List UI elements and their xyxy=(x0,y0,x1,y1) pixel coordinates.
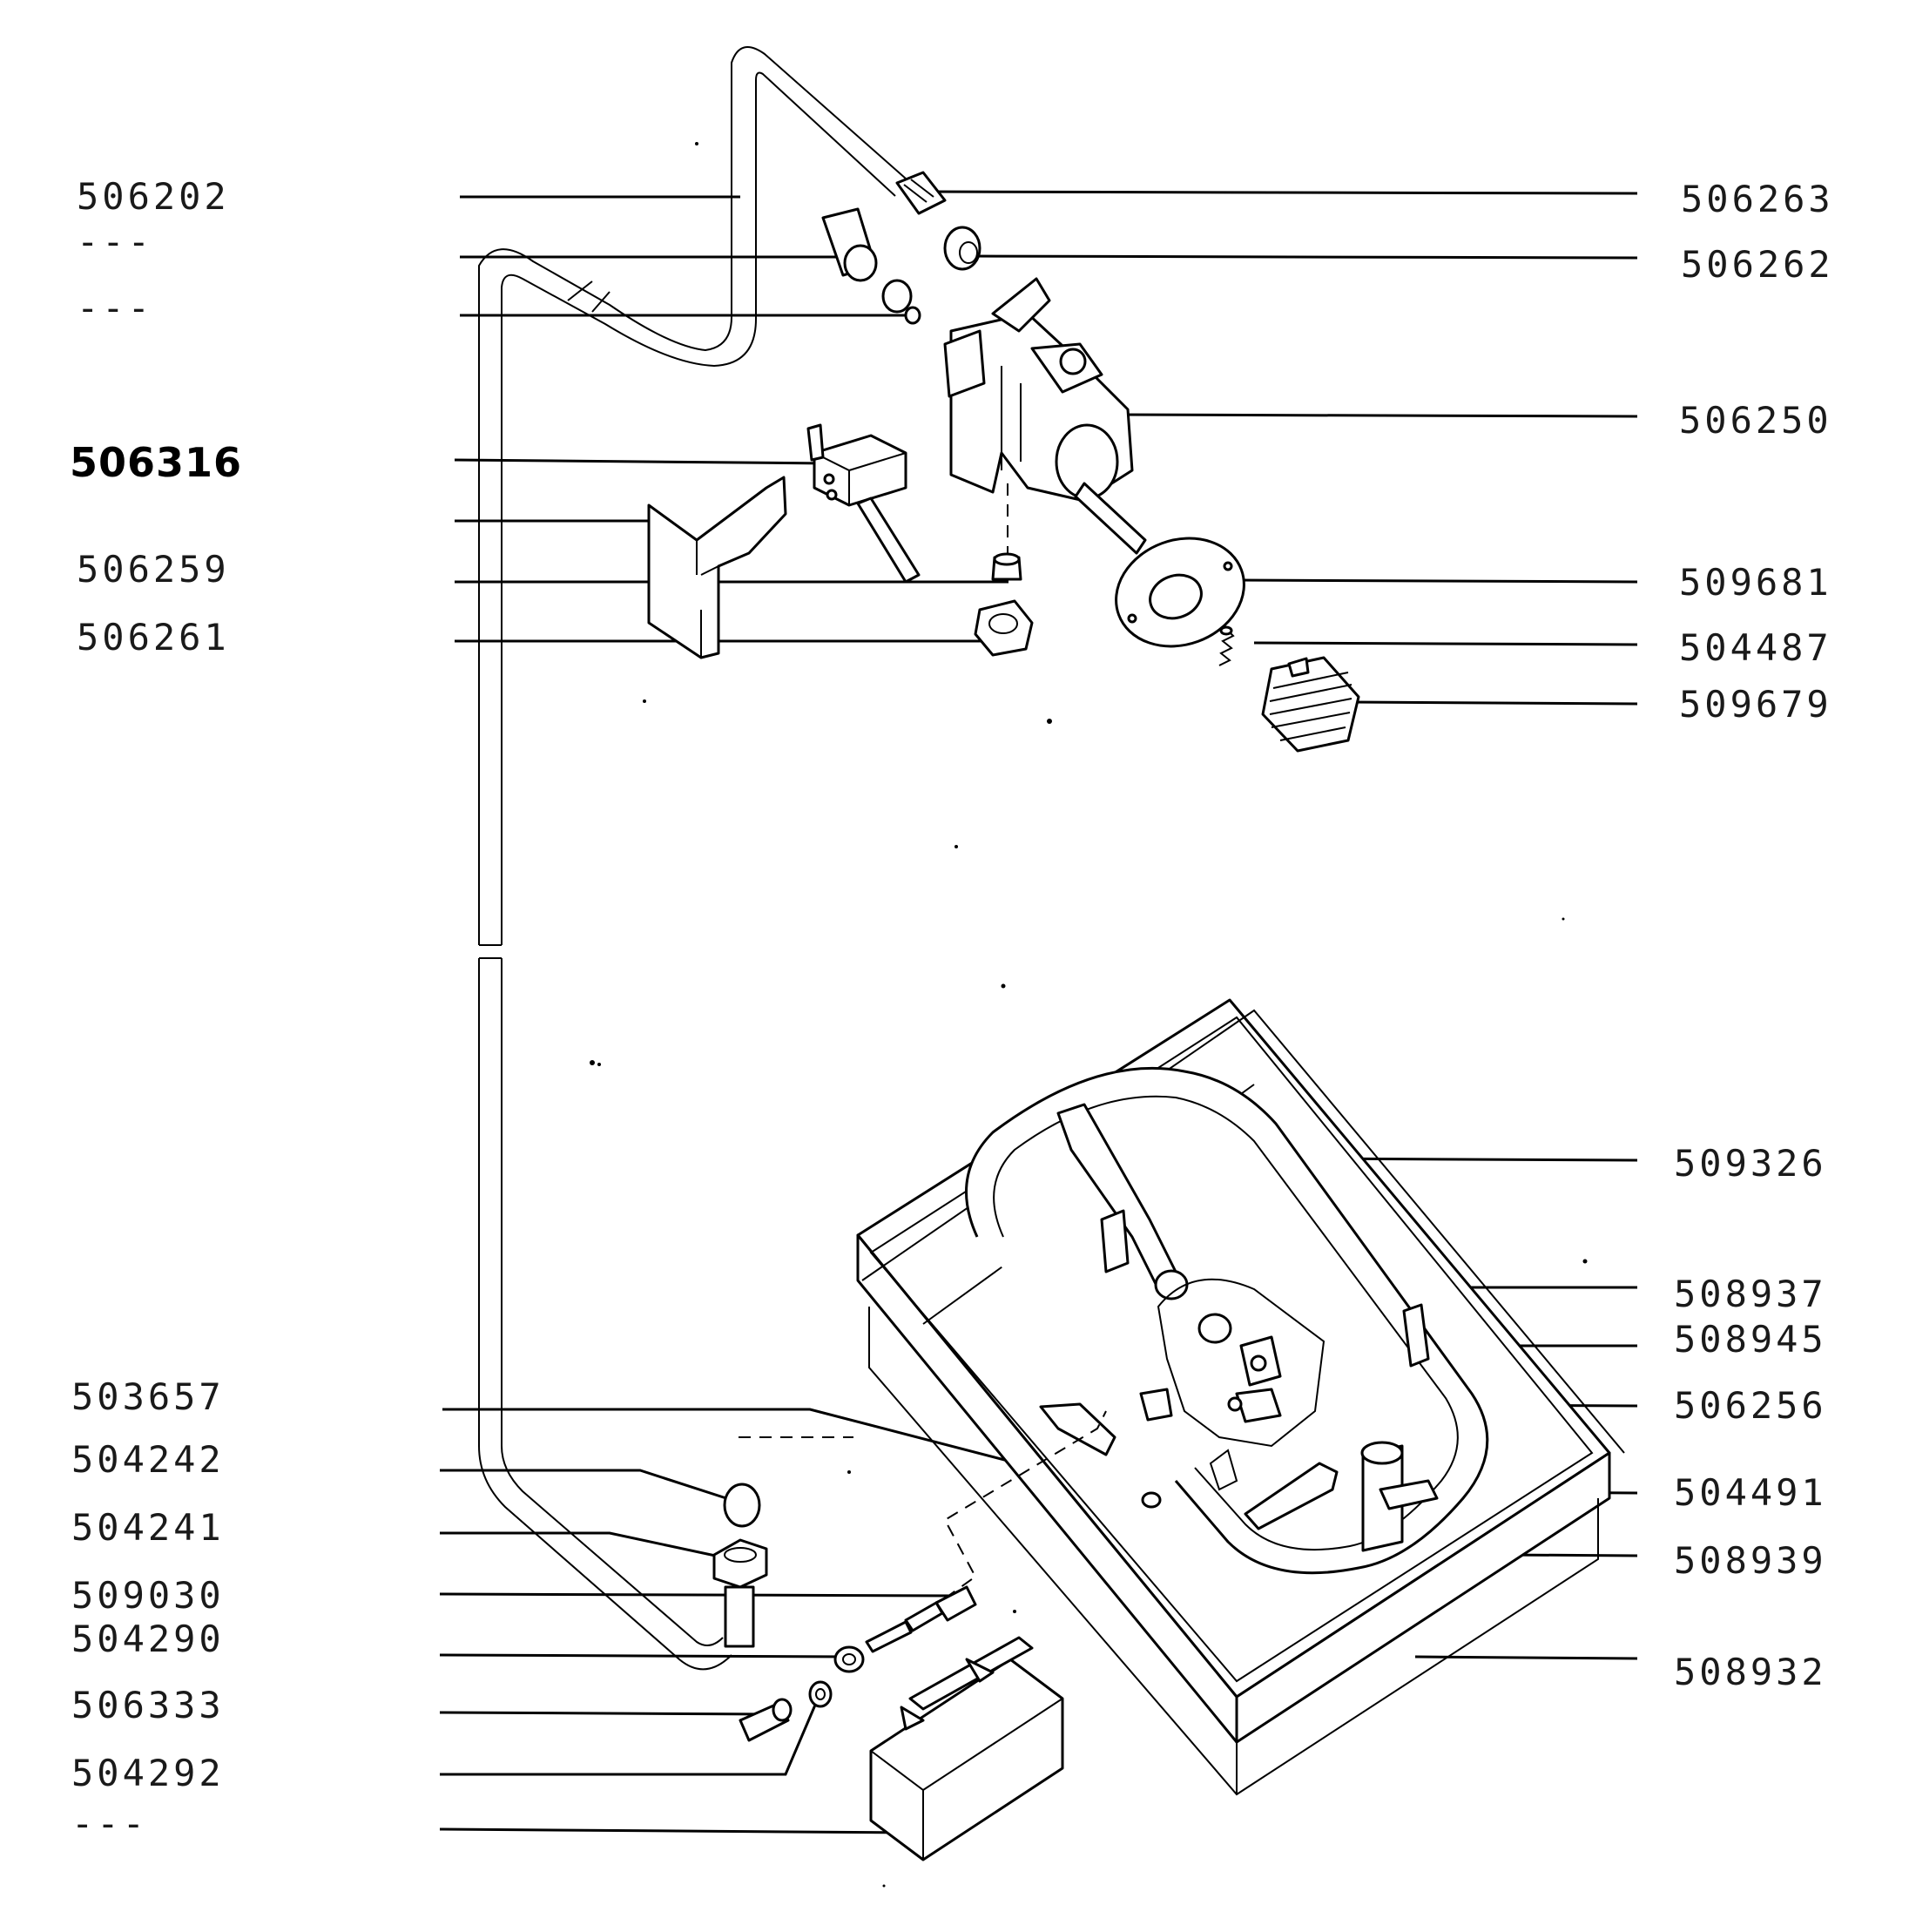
leader-504241 xyxy=(440,1531,732,1561)
nipple-503657 xyxy=(1141,1491,1162,1509)
washer-504290 xyxy=(833,1645,865,1673)
part-number-unlisted-2: --- xyxy=(77,287,153,329)
part-number-504241: 504241 xyxy=(71,1506,225,1549)
olive-506262 xyxy=(943,226,981,271)
part-number-509326: 509326 xyxy=(1674,1142,1827,1185)
leader-504487 xyxy=(1253,641,1638,646)
part-number-504491: 504491 xyxy=(1674,1471,1827,1514)
olive-unlisted-2 xyxy=(881,279,921,325)
electrode-504491 xyxy=(1209,1449,1339,1530)
nut-506261 xyxy=(974,599,1034,657)
part-number-506333: 506333 xyxy=(71,1684,225,1726)
fitting-506263 xyxy=(895,171,947,215)
part-number-506262: 506262 xyxy=(1681,243,1834,286)
leader-506263 xyxy=(927,190,1638,195)
part-number-504292: 504292 xyxy=(71,1752,225,1794)
pilot-508937 xyxy=(1197,1313,1232,1344)
part-number-unlisted-3: --- xyxy=(71,1802,148,1845)
switch-bracket xyxy=(647,476,787,659)
leader-506316 xyxy=(454,458,830,465)
part-number-506263: 506263 xyxy=(1681,178,1834,220)
nipple-506259 xyxy=(991,552,1022,581)
part-number-unlisted-1: --- xyxy=(77,220,153,263)
part-number-506256: 506256 xyxy=(1674,1384,1827,1427)
part-number-506316: 506316 xyxy=(70,439,242,486)
right-labels: 506263 506262 506250 509681 504487 50967… xyxy=(1674,178,1834,1693)
part-number-504487: 504487 xyxy=(1679,626,1832,669)
leader-509679 xyxy=(1349,700,1638,706)
nut-504241 xyxy=(712,1538,768,1648)
part-number-503657: 503657 xyxy=(71,1375,225,1418)
leader-unlisted-3 xyxy=(439,1827,915,1834)
part-number-504290: 504290 xyxy=(71,1618,225,1660)
part-number-508932: 508932 xyxy=(1674,1651,1827,1693)
microswitch-506316 xyxy=(806,423,921,584)
scan-specks xyxy=(590,142,1588,1888)
electrode-509030 xyxy=(934,1585,977,1622)
leader-509030 xyxy=(439,1592,954,1598)
part-number-508939: 508939 xyxy=(1674,1539,1827,1582)
pin-506333 xyxy=(739,1698,793,1742)
channel-bracket-unlisted xyxy=(869,1636,1064,1861)
leader-508932 xyxy=(1414,1655,1638,1660)
gas-pipe-506202 xyxy=(478,46,907,1671)
part-number-508945: 508945 xyxy=(1674,1318,1827,1361)
gas-valve-506250 xyxy=(943,277,1147,557)
leader-506250 xyxy=(1116,413,1638,418)
burner-bracket xyxy=(1039,1209,1430,1456)
pilot-assembly xyxy=(1197,1313,1282,1423)
bezel-509681 xyxy=(1115,537,1245,648)
olive-504242 xyxy=(723,1483,761,1528)
ignition-chain xyxy=(739,1410,1162,1653)
part-number-509030: 509030 xyxy=(71,1574,225,1617)
injector-506256 xyxy=(1235,1388,1282,1423)
tube-508939 xyxy=(1360,1441,1439,1552)
left-leader-lines xyxy=(439,195,1146,1834)
leader-509681 xyxy=(1236,578,1638,584)
leader-504290 xyxy=(439,1653,850,1658)
part-number-506259: 506259 xyxy=(77,548,230,591)
leader-506262 xyxy=(970,254,1638,260)
part-number-506261: 506261 xyxy=(77,616,230,659)
part-number-504242: 504242 xyxy=(71,1438,225,1481)
nut-unlisted-1 xyxy=(821,207,878,282)
part-number-509681: 509681 xyxy=(1679,561,1832,604)
spring-504487 xyxy=(1218,625,1235,666)
left-labels: 506202 --- --- 506316 506259 506261 5036… xyxy=(70,175,242,1845)
part-number-506250: 506250 xyxy=(1679,399,1832,442)
washer-504292 xyxy=(808,1680,833,1708)
knob-509679 xyxy=(1261,656,1360,753)
part-number-508937: 508937 xyxy=(1674,1273,1827,1315)
part-number-509679: 509679 xyxy=(1679,683,1832,726)
part-number-506202: 506202 xyxy=(77,175,230,218)
leader-506333 xyxy=(439,1711,778,1716)
leader-504292 xyxy=(440,1696,820,1776)
